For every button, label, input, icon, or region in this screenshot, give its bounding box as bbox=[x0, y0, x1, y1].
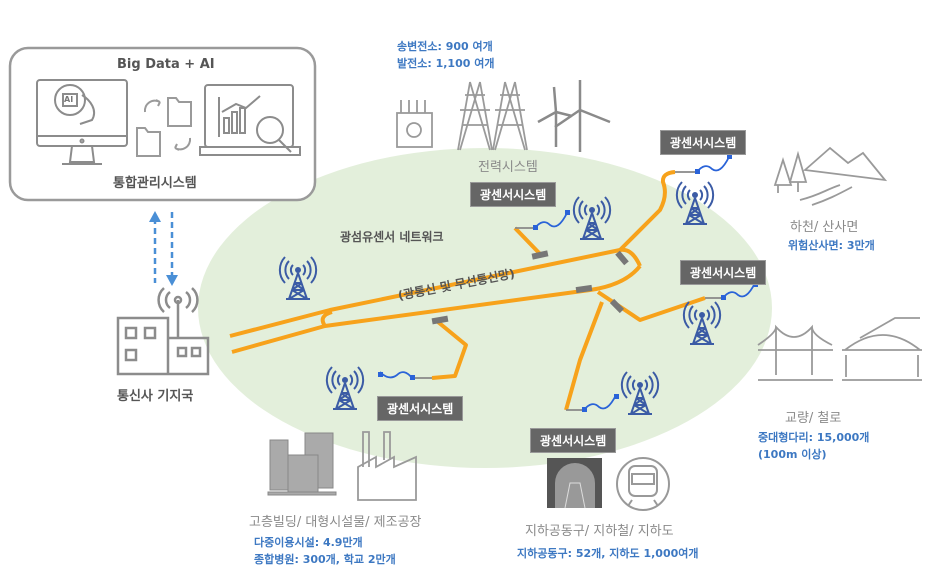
wind-turbine-icon bbox=[537, 80, 611, 152]
underground-label: 지하공동구/ 지하철/ 지하도 bbox=[525, 524, 674, 539]
bridge-stat: (100m 이상) bbox=[758, 448, 827, 461]
ai-monitor-icon bbox=[36, 79, 128, 165]
bridge-stat: 중대형다리: 15,000개 bbox=[758, 431, 870, 444]
sensor-nodes bbox=[378, 154, 758, 412]
high-rise-building-icon bbox=[267, 432, 337, 496]
sensor-system-badge: 광센서시스템 bbox=[680, 260, 767, 285]
ai-chip-label: AI bbox=[64, 95, 74, 104]
network-title: 광섬유센서 네트워크 bbox=[340, 230, 444, 244]
analytics-laptop-icon bbox=[199, 84, 301, 156]
fiber-couplers bbox=[431, 250, 629, 325]
building-label: 고층빌딩/ 대형시설물/ 제조공장 bbox=[249, 515, 422, 530]
data-exchange-icon bbox=[136, 97, 192, 157]
power-stat: 발전소: 1,100 여개 bbox=[397, 57, 495, 70]
central-system-title: Big Data + AI bbox=[117, 57, 215, 72]
base-station-label: 통신사 기지국 bbox=[117, 389, 194, 404]
building-stat: 종합병원: 300개, 학교 2만개 bbox=[254, 553, 396, 566]
fiber-network bbox=[229, 170, 706, 411]
sensor-system-badge: 광센서시스템 bbox=[660, 130, 747, 155]
transformer-icon bbox=[396, 100, 433, 148]
slope-label: 하천/ 산사면 bbox=[790, 220, 859, 235]
factory-icon bbox=[357, 431, 417, 501]
power-stat: 송변전소: 900 여개 bbox=[397, 40, 493, 53]
base-station-icon bbox=[116, 287, 210, 376]
sensor-leads bbox=[379, 156, 756, 411]
sensor-system-badge: 광센서시스템 bbox=[470, 182, 557, 207]
subway-train-icon bbox=[616, 457, 670, 511]
central-system-label: 통합관리시스템 bbox=[113, 176, 197, 191]
mountain-river-icon bbox=[773, 146, 888, 206]
tunnel-icon bbox=[547, 458, 602, 509]
power-label: 전력시스템 bbox=[478, 160, 538, 175]
underground-stat: 지하공동구: 52개, 지하도 1,000여개 bbox=[517, 547, 699, 560]
bridge-icon bbox=[757, 317, 922, 381]
transmission-tower-icon bbox=[457, 81, 528, 151]
slope-stat: 위험산사면: 3만개 bbox=[788, 239, 875, 252]
sensor-system-badge: 광센서시스템 bbox=[377, 396, 464, 421]
building-stat: 다중이용시설: 4.9만개 bbox=[254, 536, 363, 549]
sync-arrows bbox=[153, 212, 174, 283]
bridge-label: 교량/ 철로 bbox=[785, 411, 842, 426]
sensor-system-badge: 광센서시스템 bbox=[530, 428, 617, 453]
